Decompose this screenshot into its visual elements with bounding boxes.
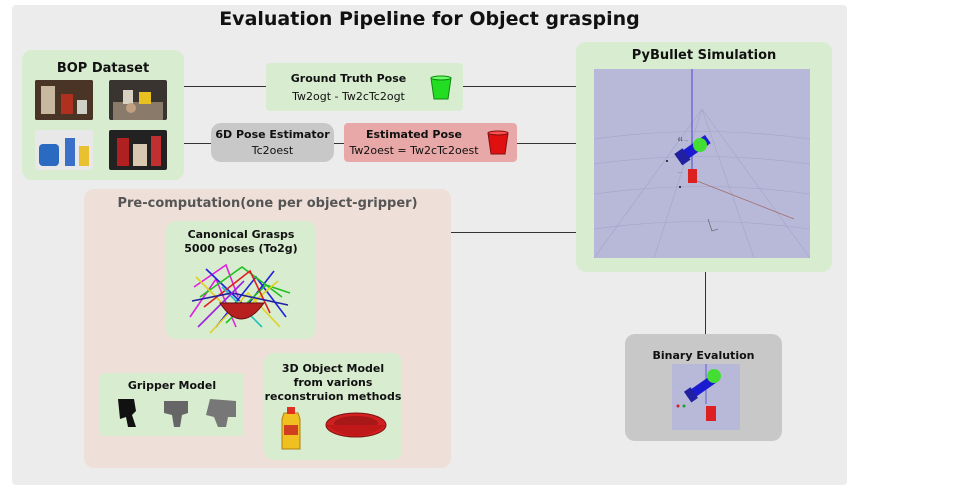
pybullet-box: PyBullet Simulation 61 ... ...: [576, 42, 832, 272]
connector-estimator-estimated: [334, 143, 344, 144]
pybullet-label: PyBullet Simulation: [631, 48, 777, 63]
connector-gt-pybullet: [463, 86, 576, 87]
svg-text:61 ...: 61 ...: [678, 137, 688, 142]
bop-image-1: [35, 80, 93, 120]
green-cup-icon: [430, 75, 452, 100]
svg-text:...: ...: [678, 169, 682, 174]
pose-estimator-label: 6D Pose Estimator: [215, 128, 330, 141]
estimated-pose-formula: Tw2oest = Tw2cTc2oest: [349, 144, 479, 157]
estimated-pose-box: Estimated Pose Tw2oest = Tw2cTc2oest: [344, 123, 517, 162]
gripper-model-label: Gripper Model: [127, 379, 217, 392]
bop-dataset-box: BOP Dataset: [22, 50, 184, 180]
canonical-grasps-title: Canonical Grasps: [187, 228, 295, 241]
estimated-pose-label: Estimated Pose: [365, 128, 463, 141]
object-model-box: 3D Object Model from varions reconstruio…: [264, 353, 402, 460]
connector-precomp-pybullet: [451, 232, 576, 233]
connector-bop-gt: [184, 86, 266, 87]
canonical-grasps-box: Canonical Grasps 5000 poses (To2g): [166, 221, 316, 339]
binary-evaluation-box: Binary Evalution: [625, 334, 782, 441]
pose-estimator-box: 6D Pose Estimator Tc2oest: [211, 123, 334, 162]
object-models-image: [281, 407, 387, 450]
bop-image-4: [109, 130, 167, 170]
precomputation-box: Pre-computation(one per object-gripper) …: [84, 189, 451, 468]
bop-dataset-label: BOP Dataset: [56, 61, 150, 76]
ground-truth-label: Ground Truth Pose: [290, 72, 407, 85]
simulation-view: 61 ... ...: [594, 69, 810, 258]
bop-image-3: [35, 130, 93, 170]
ground-truth-box: Ground Truth Pose Tw2ogt - Tw2cTc2ogt: [266, 63, 463, 111]
object-model-line2: from varions: [293, 376, 373, 389]
object-model-line3: reconstruion methods: [264, 390, 402, 403]
gripper-model-image: [118, 399, 236, 427]
canonical-grasps-image: [189, 263, 291, 334]
connector-pybullet-binary: [705, 272, 706, 334]
red-cup-icon: [487, 130, 509, 155]
connector-bop-estimator: [184, 143, 211, 144]
binary-evaluation-view: [672, 364, 740, 430]
canonical-grasps-subtitle: 5000 poses (To2g): [184, 242, 298, 255]
binary-evaluation-label: Binary Evalution: [652, 349, 755, 362]
diagram-title: Evaluation Pipeline for Object grasping: [219, 8, 640, 30]
precomputation-label: Pre-computation(one per object-gripper): [117, 196, 418, 211]
connector-estimated-pybullet: [517, 143, 576, 144]
bop-image-2: [109, 80, 167, 120]
gripper-model-box: Gripper Model: [100, 373, 244, 436]
ground-truth-formula: Tw2ogt - Tw2cTc2ogt: [292, 90, 405, 103]
pose-estimator-value: Tc2oest: [251, 144, 294, 157]
object-model-line1: 3D Object Model: [281, 362, 385, 375]
